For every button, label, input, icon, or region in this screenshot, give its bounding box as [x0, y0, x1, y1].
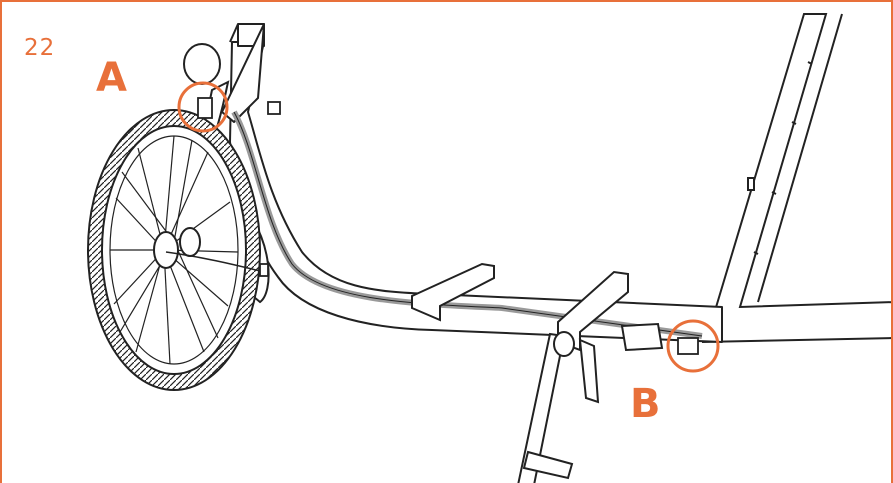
frame-border-right	[891, 0, 893, 483]
front-wheel-icon	[87, 109, 265, 391]
callout-circle-b	[666, 319, 720, 373]
step-number: 22	[24, 35, 56, 61]
cargo-bike-frame-icon	[701, 13, 893, 343]
kickstand-icon	[517, 331, 600, 483]
cable-clamp-icon	[197, 97, 699, 355]
callout-label-a: A	[96, 55, 127, 101]
main-frame	[221, 23, 723, 343]
callout-circle-a	[177, 81, 229, 133]
callout-label-b: B	[630, 381, 661, 427]
